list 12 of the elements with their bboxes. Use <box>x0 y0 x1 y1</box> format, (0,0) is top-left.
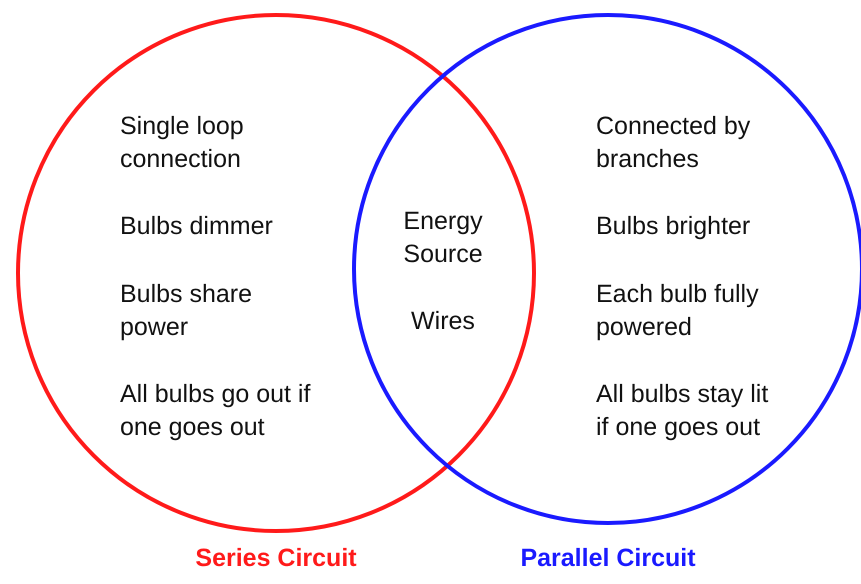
circle-title: Parallel Circuit <box>520 544 696 573</box>
list-item: Bulbs dimmer <box>120 211 274 242</box>
list-item: Connected by branches <box>596 111 752 175</box>
list-item: Each bulb fully powered <box>596 279 760 343</box>
list-item: Bulbs share power <box>120 279 254 343</box>
circle-title: Series Circuit <box>195 544 357 573</box>
overlap-item: Energy Source <box>402 206 484 270</box>
list-item: Single loop connection <box>120 111 245 175</box>
list-item: Bulbs brighter <box>596 211 752 242</box>
overlap-item: Wires <box>410 306 476 337</box>
list-item: All bulbs go out if one goes out <box>120 379 312 443</box>
list-item: All bulbs stay lit if one goes out <box>596 379 770 443</box>
